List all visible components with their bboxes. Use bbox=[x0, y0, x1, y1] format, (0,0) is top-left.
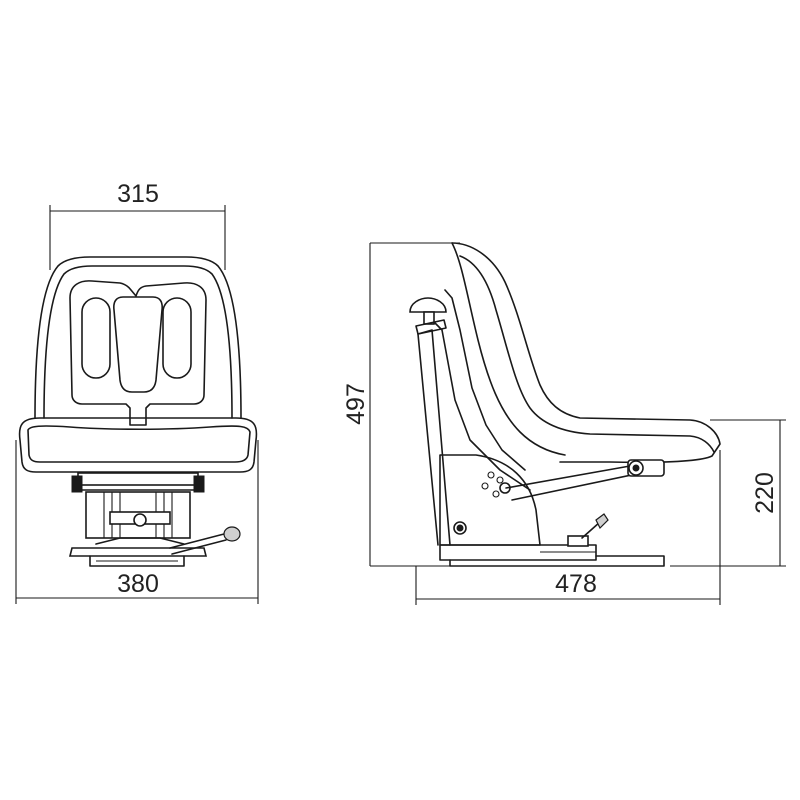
dimension-315-label: 315 bbox=[117, 180, 159, 208]
dimension-220-label: 220 bbox=[751, 472, 779, 514]
side-slide-lever bbox=[567, 513, 609, 547]
front-right-slot bbox=[162, 297, 192, 379]
dimension-380: 380 bbox=[15, 440, 259, 604]
side-tension-knob bbox=[409, 297, 447, 335]
dimension-380-label: 380 bbox=[117, 570, 159, 598]
side-base-rail bbox=[439, 544, 597, 561]
front-view: 315 bbox=[15, 180, 259, 604]
side-vertical-rail bbox=[417, 329, 451, 546]
front-adjust-lever bbox=[169, 526, 241, 555]
front-center-slot bbox=[113, 296, 163, 393]
front-seat-cushion bbox=[18, 417, 258, 473]
front-left-slot bbox=[81, 297, 111, 379]
side-support-strut bbox=[505, 465, 637, 501]
dimension-497: 497 bbox=[342, 242, 460, 567]
side-pivot bbox=[627, 459, 665, 477]
front-suspension bbox=[68, 472, 208, 567]
dimension-220: 220 bbox=[670, 419, 786, 567]
dimension-478: 478 bbox=[415, 450, 721, 605]
dimension-497-label: 497 bbox=[342, 383, 370, 425]
dimension-478-label: 478 bbox=[555, 570, 597, 598]
side-plate bbox=[439, 454, 541, 546]
dimension-315: 315 bbox=[49, 180, 226, 270]
side-backrest bbox=[451, 242, 721, 464]
side-view: 497 bbox=[342, 242, 786, 605]
front-backrest-shell bbox=[34, 256, 242, 419]
